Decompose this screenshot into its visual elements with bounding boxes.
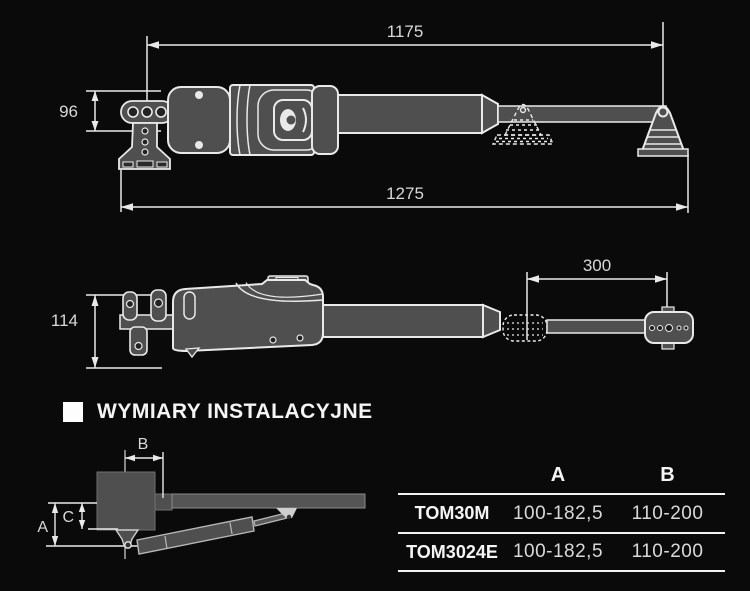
spec-table: A B TOM30M 100-182,5 110-200 TOM3024E 10… (398, 458, 725, 572)
gate-post (96, 471, 156, 531)
actuator-top-view (167, 84, 667, 156)
rear-bracket-side-view (119, 289, 175, 356)
table-row: TOM3024E 100-182,5 110-200 (398, 534, 725, 572)
dim-C-label: C (62, 509, 74, 526)
bolt (195, 141, 203, 149)
value-a: 100-182,5 (512, 502, 604, 524)
model-name: TOM30M (414, 503, 490, 523)
model-name: TOM3024E (406, 541, 498, 562)
threaded-section (502, 314, 548, 342)
section-bullet-icon (63, 402, 83, 422)
front-bracket-top-view (637, 105, 689, 157)
dimension-B (125, 452, 164, 498)
dim-A-label: A (37, 519, 48, 536)
dim-B-label: B (138, 436, 149, 453)
dim-1275-label: 1275 (386, 184, 424, 203)
col-header-B: B (660, 464, 675, 486)
actuator-installed (114, 508, 297, 555)
table-row: TOM30M 100-182,5 110-200 (398, 495, 725, 534)
rod-end-assembly (546, 306, 694, 350)
value-b: 110-200 (631, 541, 704, 562)
section-title: WYMIARY INSTALACYJNE (97, 400, 373, 423)
outer-tube (337, 94, 483, 134)
value-a: 100-182,5 (512, 541, 604, 562)
dim-1175-label: 1175 (387, 22, 424, 41)
outer-tube-side (322, 304, 484, 338)
bolt (195, 91, 203, 99)
installation-diagram: B C A (37, 436, 366, 559)
side-view-drawing: 114 300 (51, 256, 694, 369)
dim-114-label: 114 (51, 311, 78, 330)
release-lock (273, 99, 313, 141)
phantom-bracket (491, 103, 555, 145)
dim-96-label: 96 (59, 102, 78, 121)
section-header: WYMIARY INSTALACYJNE (63, 400, 373, 424)
dimension-1275 (120, 154, 689, 213)
top-view-drawing: 1175 1275 96 (59, 22, 689, 213)
value-b: 110-200 (631, 502, 704, 524)
dimension-A (51, 503, 59, 546)
col-header-A: A (550, 464, 566, 486)
piston-rod (497, 105, 667, 123)
spec-table-header-row: A B (398, 458, 725, 495)
dimension-C (78, 503, 86, 529)
dim-300-label: 300 (583, 256, 611, 275)
actuator-side-view (172, 275, 501, 359)
dimension-1175 (146, 22, 664, 110)
gate-leaf (171, 493, 366, 509)
